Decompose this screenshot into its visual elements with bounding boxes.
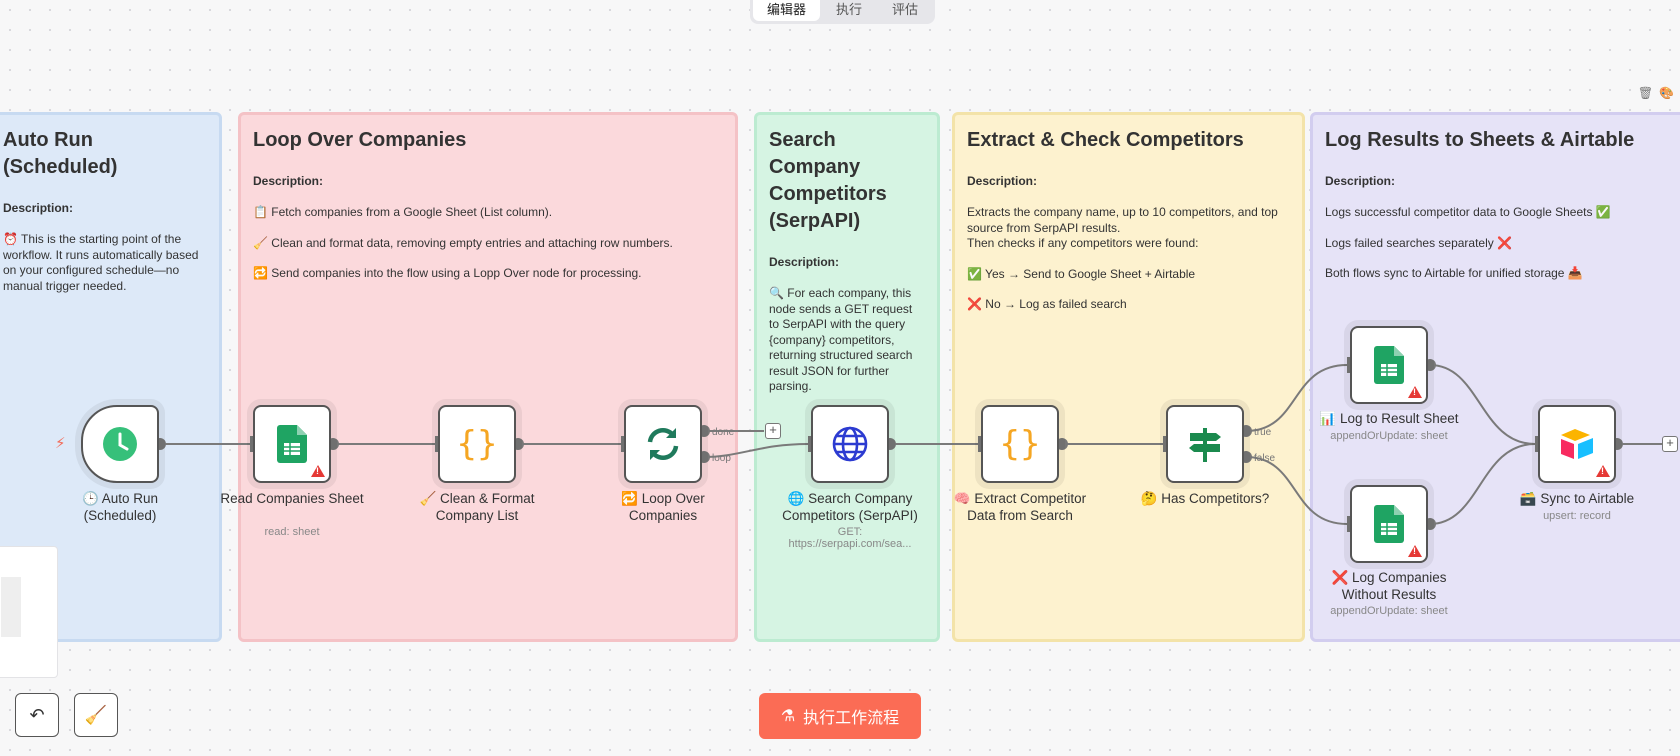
sticky-text: ✅ Yes → Send to Google Sheet + Airtable <box>967 266 1196 281</box>
broom-icon: 🧹 <box>84 704 108 725</box>
undo-icon: ↶ <box>29 704 45 725</box>
sticky-text: 🔁 Send companies into the flow using a L… <box>253 266 642 280</box>
node-loop-over-companies[interactable] <box>624 405 702 483</box>
tab-evaluation[interactable]: 评估 <box>892 2 919 17</box>
view-tabs: 编辑器 执行 评估 <box>750 0 936 24</box>
sticky-title: Extract & Check Competitors <box>967 129 1244 151</box>
node-extract-competitors[interactable]: {} <box>981 405 1059 483</box>
clock-icon <box>103 427 137 461</box>
node-label: 🗃️ Sync to Airtable <box>1519 491 1635 506</box>
canvas-toolbar-icons[interactable]: 🗑🎨 <box>1638 86 1680 100</box>
description-label: Description: <box>253 174 324 188</box>
warning-icon[interactable] <box>1596 465 1610 477</box>
description-label: Description: <box>967 174 1038 188</box>
sticky-text: ⏰ This is the starting point of the work… <box>3 232 199 293</box>
node-label: 🕒 Auto Run (Scheduled) <box>81 491 159 523</box>
warning-icon[interactable] <box>311 465 325 477</box>
sticky-text: Logs successful competitor data to Googl… <box>1325 205 1611 219</box>
google-sheets-icon <box>1374 346 1404 384</box>
node-label: 🌐 Search Company Competitors (SerpAPI) <box>782 491 918 523</box>
execute-workflow-button[interactable]: ⚗ 执行工作流程 <box>759 693 921 739</box>
trash-icon: 🗑 <box>1637 86 1660 100</box>
node-subtitle: GET: https://serpapi.com/sea... <box>788 526 912 550</box>
node-label: ❌ Log Companies Without Results <box>1331 570 1447 602</box>
add-node-after-done[interactable]: + <box>765 423 781 439</box>
sticky-title: Auto Run (Scheduled) <box>3 129 118 178</box>
undo-button[interactable]: ↶ <box>15 693 59 737</box>
flask-icon: ⚗ <box>780 708 796 725</box>
sticky-text: Both flows sync to Airtable for unified … <box>1325 266 1583 280</box>
node-label: 🧹 Clean & Format Company List <box>419 491 535 523</box>
sticky-text: 🧹 Clean and format data, removing empty … <box>253 235 673 250</box>
sticky-title: Search Company Competitors (SerpAPI) <box>769 129 887 232</box>
tab-editor[interactable]: 编辑器 <box>753 0 821 21</box>
code-braces-icon: {} <box>456 424 498 464</box>
node-label: 📊 Log to Result Sheet <box>1319 411 1459 426</box>
description-label: Description: <box>1325 174 1396 188</box>
sticky-text: ❌ No → Log as failed search <box>967 297 1127 311</box>
minimap-panel[interactable] <box>0 546 58 678</box>
palette-icon: 🎨 <box>1659 86 1680 100</box>
warning-icon[interactable] <box>1408 545 1422 557</box>
add-node-after-airtable[interactable]: + <box>1662 436 1678 452</box>
airtable-icon <box>1561 429 1593 459</box>
sticky-loop-over-companies[interactable]: Loop Over Companies Description: 📋 Fetch… <box>238 112 738 642</box>
node-subtitle: read: sheet <box>264 526 320 538</box>
node-log-result-sheet[interactable] <box>1350 326 1428 404</box>
sticky-title: Loop Over Companies <box>253 129 467 151</box>
sticky-text: Logs failed searches separately ❌ <box>1325 235 1513 250</box>
node-has-competitors[interactable] <box>1166 405 1244 483</box>
code-braces-icon: {} <box>999 424 1041 464</box>
sticky-search-competitors[interactable]: Search Company Competitors (SerpAPI) Des… <box>754 112 940 642</box>
sticky-title: Log Results to Sheets & Airtable <box>1325 129 1635 151</box>
execute-workflow-label: 执行工作流程 <box>803 710 900 727</box>
tab-executions[interactable]: 执行 <box>836 2 863 17</box>
node-read-companies-sheet[interactable] <box>253 405 331 483</box>
sticky-text: 🔍 For each company, this node sends a GE… <box>769 286 913 393</box>
globe-icon <box>832 426 868 462</box>
node-subtitle: upsert: record <box>1543 510 1611 522</box>
clear-execution-button[interactable]: 🧹 <box>74 693 118 737</box>
node-label: 🧠 Extract Competitor Data from Search <box>953 491 1087 523</box>
loop-icon <box>647 427 679 461</box>
sticky-extract-check[interactable]: Extract & Check Competitors Description:… <box>952 112 1305 642</box>
node-clean-format[interactable]: {} <box>438 405 516 483</box>
node-sync-airtable[interactable] <box>1538 405 1616 483</box>
warning-icon[interactable] <box>1408 386 1422 398</box>
description-label: Description: <box>3 201 74 215</box>
signpost-icon <box>1189 428 1221 462</box>
node-label: 🔁 Loop Over Companies <box>621 491 705 523</box>
sticky-text: Then checks if any competitors were foun… <box>967 236 1199 250</box>
node-label: Read Companies Sheet <box>220 491 364 506</box>
sticky-text: 📋 Fetch companies from a Google Sheet (L… <box>253 205 553 219</box>
node-subtitle: appendOrUpdate: sheet <box>1330 605 1448 617</box>
node-auto-run[interactable] <box>81 405 159 483</box>
google-sheets-icon <box>277 425 307 463</box>
description-label: Description: <box>769 255 840 269</box>
google-sheets-icon <box>1374 505 1404 543</box>
node-search-serpapi[interactable] <box>811 405 889 483</box>
trigger-bolt-icon: ⚡ <box>55 435 66 452</box>
node-log-failed-companies[interactable] <box>1350 485 1428 563</box>
node-label: 🤔 Has Competitors? <box>1140 491 1270 506</box>
node-subtitle: appendOrUpdate: sheet <box>1330 430 1448 442</box>
sticky-text: Extracts the company name, up to 10 comp… <box>967 205 1278 235</box>
